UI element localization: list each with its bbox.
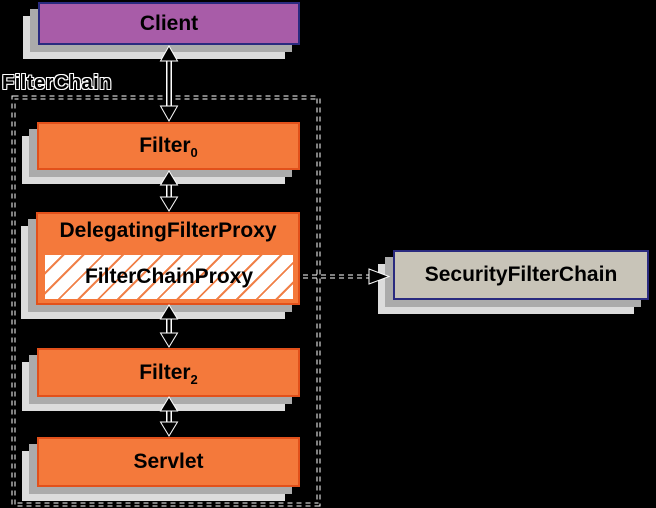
filterchain-container-label: FilterChain <box>2 72 112 94</box>
node-security-filter-chain: SecurityFilterChain <box>393 250 649 300</box>
arrow-filter0-delegatingfilterproxy <box>159 170 179 212</box>
node-security-filter-chain-label: SecurityFilterChain <box>424 263 618 286</box>
node-delegating-filter-proxy-label: DelegatingFilterProxy <box>59 219 277 242</box>
arrow-filterchainproxy-securityfilterchain <box>303 268 391 285</box>
node-servlet-label: Servlet <box>133 450 204 473</box>
node-filter-chain-proxy-label: FilterChainProxy <box>84 265 254 288</box>
node-filter2-label: Filter2 <box>139 360 198 387</box>
arrow-client-filter0 <box>159 44 179 123</box>
node-filter0-label: Filter0 <box>139 134 198 161</box>
arrow-filter2-servlet <box>159 396 179 437</box>
node-client-label: Client <box>139 11 199 35</box>
filter2-subscript: 2 <box>190 371 198 387</box>
node-servlet: Servlet <box>37 437 300 487</box>
node-filter2: Filter2 <box>37 348 300 397</box>
node-client: Client <box>38 2 300 45</box>
arrow-delegatingfilterproxy-filter2 <box>159 304 179 348</box>
node-filter0: Filter0 <box>37 122 300 170</box>
node-filter-chain-proxy: FilterChainProxy <box>42 252 296 302</box>
filter0-subscript: 0 <box>190 145 198 161</box>
